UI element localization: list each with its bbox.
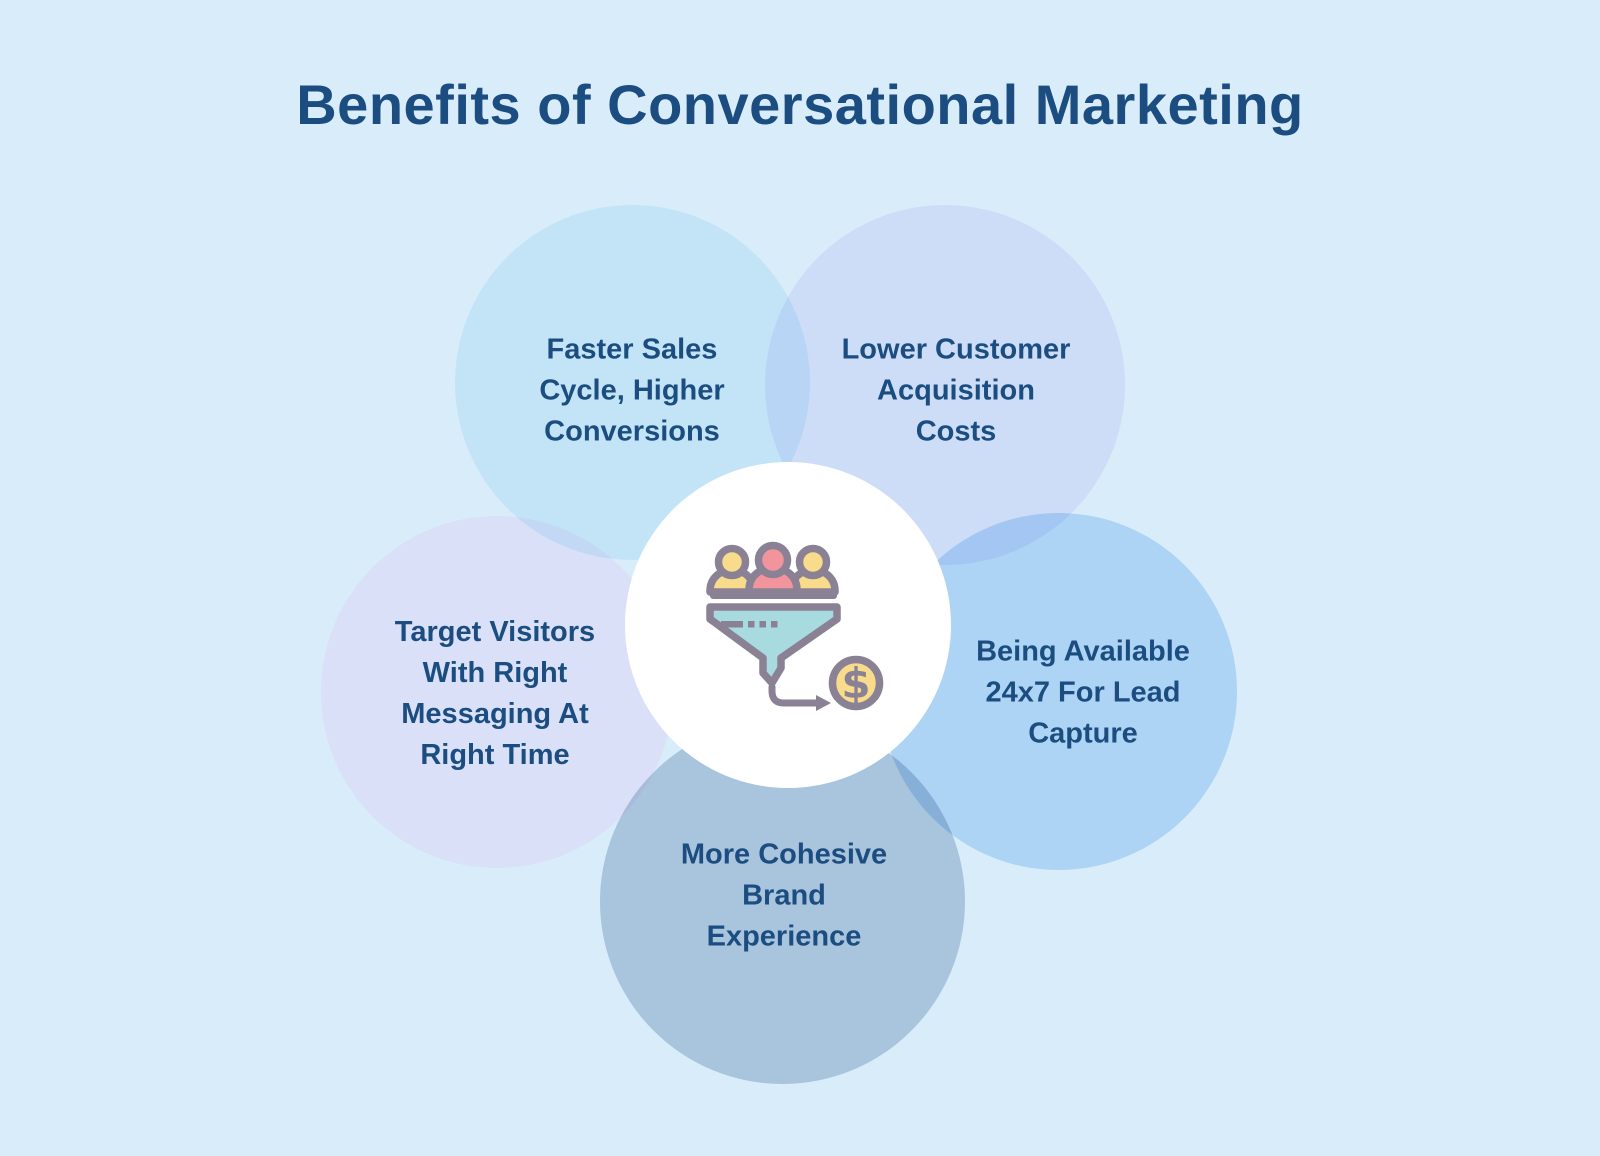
funnel-icon — [706, 603, 841, 687]
dollar-coin-icon: $ — [828, 655, 884, 711]
benefit-label-lower-acquisition-costs: Lower Customer Acquisition Costs — [841, 333, 1071, 448]
person-center-icon — [745, 541, 801, 596]
benefit-label-faster-sales: Faster Sales Cycle, Higher Conversions — [539, 333, 725, 448]
funnel-marks — [721, 621, 778, 628]
page-title: Benefits of Conversational Marketing — [296, 73, 1304, 136]
benefit-label-target-visitors: Target Visitors With Right Messaging At … — [394, 616, 596, 771]
arrow-head-icon — [816, 695, 831, 711]
person-right-icon — [787, 544, 839, 596]
center-circle: $ — [625, 462, 951, 788]
lead-funnel-dollar-icon: $ — [706, 541, 884, 711]
funnel-rim-bar — [710, 592, 837, 599]
benefit-circle-target-visitors — [321, 516, 673, 868]
arrow-icon — [768, 683, 821, 707]
dollar-sign: $ — [841, 659, 870, 708]
benefit-label-available-24x7: Being Available 24x7 For Lead Capture — [976, 635, 1190, 750]
benefit-label-cohesive-brand: More Cohesive Brand Experience — [680, 838, 888, 953]
